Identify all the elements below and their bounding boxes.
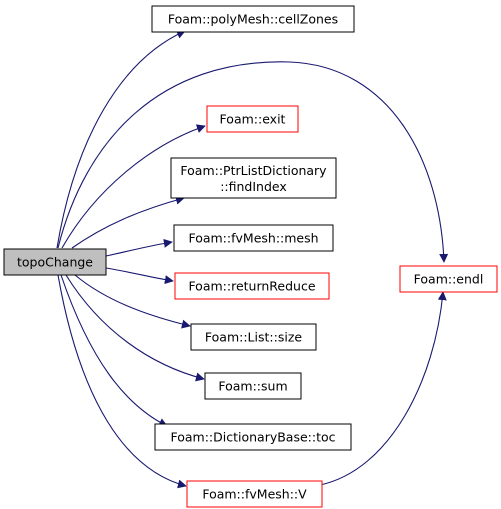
node-label: Foam::exit <box>220 112 286 127</box>
node-endl[interactable]: Foam::endl <box>399 265 498 293</box>
edge-root-cellZones <box>56 30 186 249</box>
node-cellZones[interactable]: Foam::polyMesh::cellZones <box>151 5 355 33</box>
node-findIndex[interactable]: Foam::PtrListDictionary ::findIndex <box>170 157 337 199</box>
edge-root-mesh <box>105 238 173 257</box>
edge-root-toc <box>60 274 168 427</box>
edge-root-size <box>74 274 191 329</box>
node-label: Foam::DictionaryBase::toc <box>170 430 335 445</box>
edge-root-endl <box>57 61 449 263</box>
node-sum[interactable]: Foam::sum <box>204 372 302 400</box>
node-label: Foam::sum <box>218 379 287 394</box>
node-label: Foam::fvMesh::mesh <box>188 231 318 246</box>
edge-root-sum <box>65 274 205 382</box>
node-label: Foam::endl <box>414 272 484 287</box>
node-label: Foam::fvMesh::V <box>202 487 307 502</box>
node-mesh[interactable]: Foam::fvMesh::mesh <box>173 224 334 252</box>
node-toc[interactable]: Foam::DictionaryBase::toc <box>154 423 352 451</box>
edge-root-exit <box>61 124 206 249</box>
node-exit[interactable]: Foam::exit <box>206 105 299 133</box>
node-size[interactable]: Foam::List::size <box>190 323 317 351</box>
node-returnReduce[interactable]: Foam::returnReduce <box>174 272 330 300</box>
edge-root-findIndex <box>71 195 185 249</box>
node-label: Foam::returnReduce <box>188 279 315 294</box>
node-V[interactable]: Foam::fvMesh::V <box>186 480 323 508</box>
nodes: topoChange Foam::polyMesh::cellZones Foa… <box>3 5 498 508</box>
node-label-line1: Foam::PtrListDictionary <box>180 163 327 178</box>
node-topoChange[interactable]: topoChange <box>3 248 107 276</box>
edge-root-returnReduce <box>105 267 174 285</box>
edge-root-V <box>57 274 187 489</box>
edge-V-endl <box>319 291 447 486</box>
edges <box>56 30 449 489</box>
node-label: Foam::List::size <box>205 330 302 345</box>
node-label: topoChange <box>17 255 93 270</box>
node-label: Foam::polyMesh::cellZones <box>168 12 338 27</box>
node-label-line2: ::findIndex <box>220 179 287 194</box>
